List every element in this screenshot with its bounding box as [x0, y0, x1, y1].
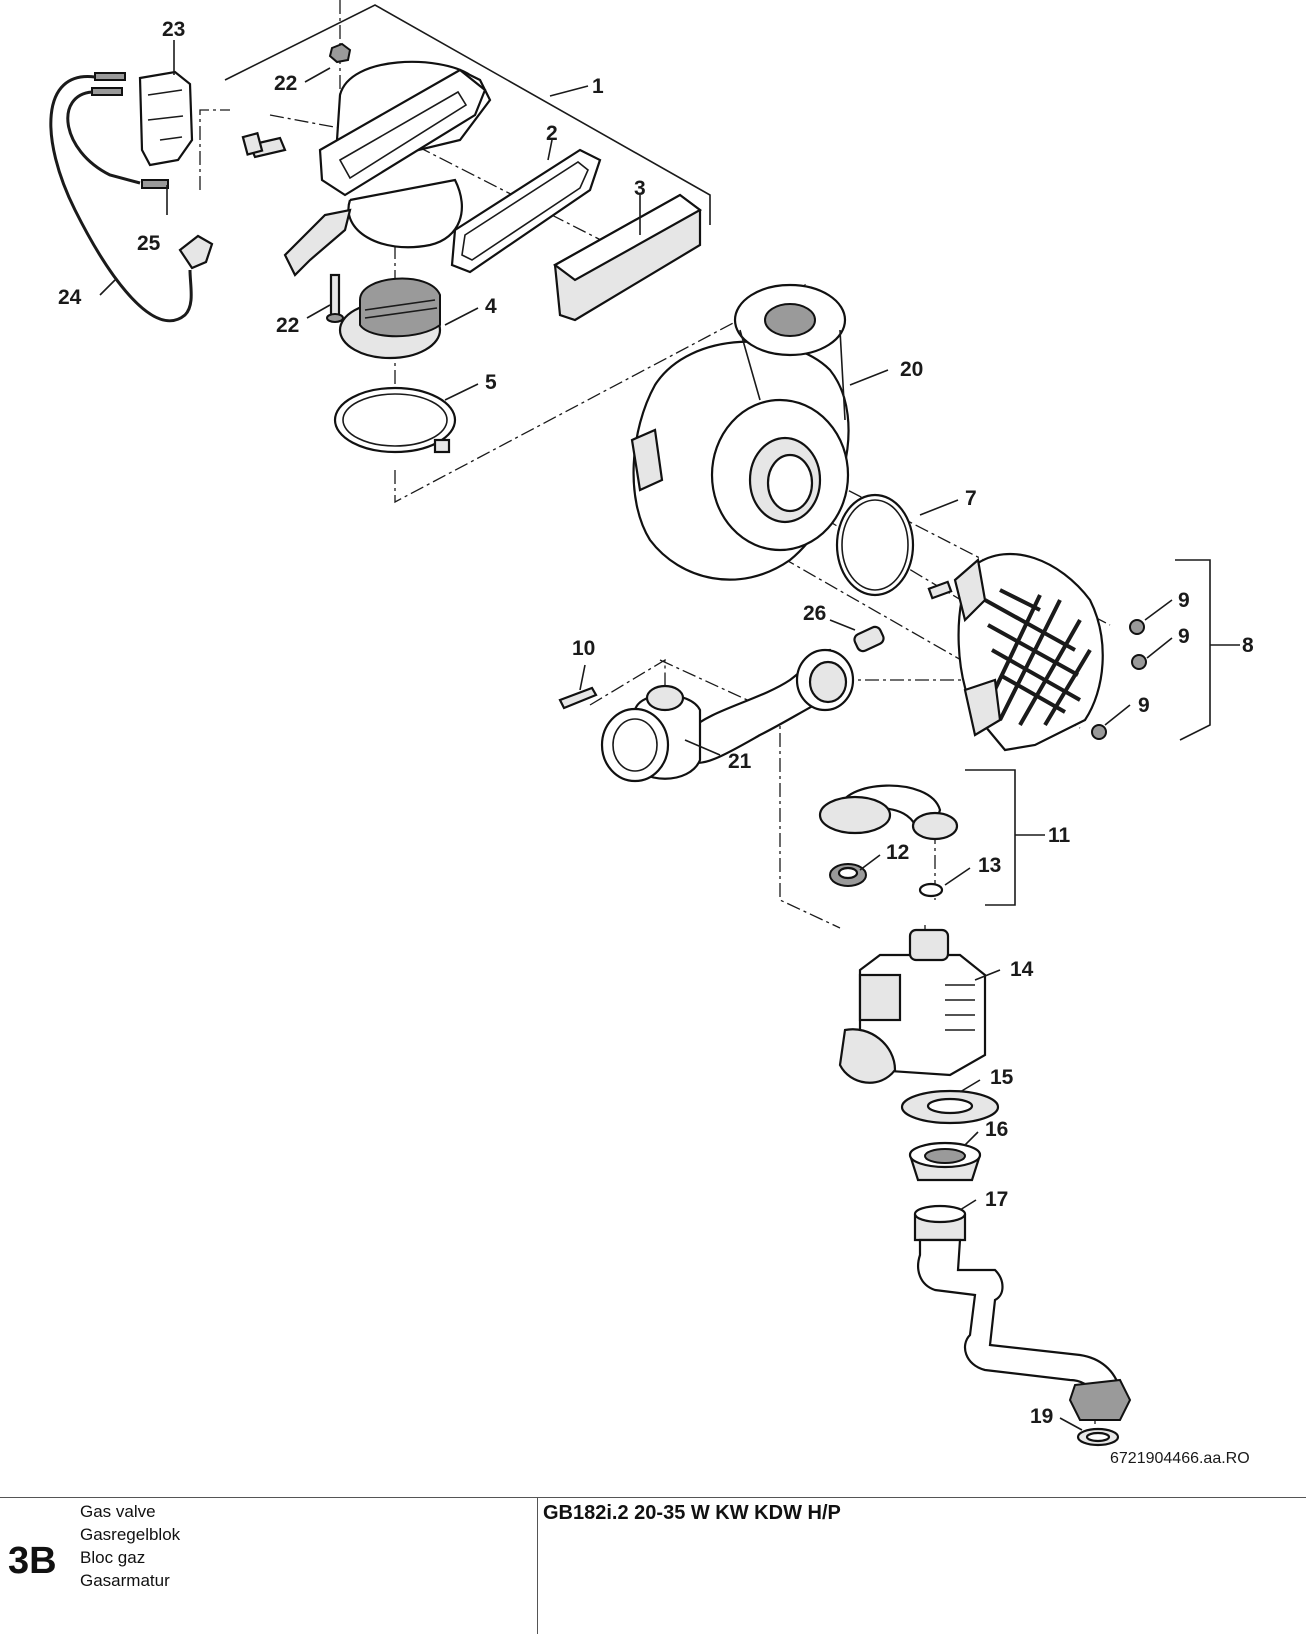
screw-part — [241, 131, 344, 323]
group-brackets — [224, 4, 1240, 906]
mixing-box-part — [927, 552, 1104, 752]
name-english: Gas valve — [80, 1502, 156, 1521]
nut-part — [328, 42, 352, 64]
gasket-part — [450, 148, 602, 274]
label-part — [558, 686, 598, 710]
end-washer-part — [1076, 1427, 1120, 1447]
air-inlet-housing-part — [248, 60, 492, 277]
title-block: 3B Gas valve Gasregelblok Bloc gaz Gasar… — [0, 1497, 1306, 1634]
model-title: GB182i.2 20-35 W KW KDW H/P — [543, 1502, 841, 1524]
grid-pattern — [984, 588, 1092, 727]
callout-2: 2 — [546, 122, 558, 145]
callout-23: 23 — [162, 18, 185, 41]
callout-4: 4 — [485, 295, 497, 318]
drawing-reference: 6721904466.aa.RO — [1110, 1450, 1250, 1467]
fan-o-ring-part — [835, 493, 915, 597]
ignition-cable-part — [49, 75, 214, 323]
name-dutch: Gasregelblok — [80, 1525, 181, 1544]
adapter-part — [908, 1141, 982, 1182]
part-group-names: Gas valve Gasregelblok Bloc gaz Gasarmat… — [80, 1500, 180, 1592]
fan-part — [630, 283, 850, 581]
screws-part — [1091, 619, 1147, 740]
section-code: 3B — [8, 1540, 57, 1582]
small-washer-part — [918, 882, 944, 898]
title-block-divider — [537, 1498, 538, 1634]
callout-9c: 9 — [1138, 694, 1150, 717]
callout-21: 21 — [728, 750, 752, 773]
callout-9b: 9 — [1178, 625, 1190, 648]
callout-12: 12 — [886, 841, 909, 864]
callout-22a: 22 — [274, 72, 297, 95]
callout-19: 19 — [1030, 1405, 1053, 1428]
name-german: Gasarmatur — [80, 1571, 170, 1590]
callout-24: 24 — [58, 286, 82, 309]
name-french: Bloc gaz — [80, 1548, 146, 1567]
callout-7: 7 — [965, 487, 977, 510]
callout-16: 16 — [985, 1118, 1008, 1141]
callout-17: 17 — [985, 1188, 1008, 1211]
gas-valve-part — [838, 928, 987, 1084]
filter-part — [552, 193, 703, 322]
callout-1: 1 — [592, 75, 604, 98]
venturi-part — [338, 277, 442, 360]
callout-8: 8 — [1242, 634, 1254, 657]
ignition-transformer-part — [91, 70, 194, 167]
seal-part — [829, 863, 867, 887]
callout-14: 14 — [1010, 958, 1034, 981]
callout-13: 13 — [978, 854, 1001, 877]
washer-part — [900, 1089, 1000, 1125]
callout-10: 10 — [572, 637, 595, 660]
seal-ring-part — [333, 386, 457, 454]
callout-25: 25 — [137, 232, 161, 255]
callout-22b: 22 — [276, 314, 299, 337]
callout-11: 11 — [1048, 824, 1071, 847]
callout-15: 15 — [990, 1066, 1014, 1089]
callouts: 1 2 3 4 5 7 8 9 9 9 10 11 12 13 14 15 16… — [58, 18, 1254, 1428]
gas-pipe-part — [600, 648, 855, 783]
callout-5: 5 — [485, 371, 497, 394]
callout-20: 20 — [900, 358, 923, 381]
callout-9a: 9 — [1178, 589, 1190, 612]
plug-part — [853, 625, 885, 653]
connection-pipe-part — [818, 784, 959, 841]
leader-lines — [99, 40, 1173, 1431]
callout-3: 3 — [634, 177, 646, 200]
exploded-parts-diagram: 1 2 3 4 5 7 8 9 9 9 10 11 12 13 14 15 16… — [49, 0, 1254, 1467]
callout-26: 26 — [803, 602, 826, 625]
gas-supply-pipe-part — [913, 1204, 1132, 1421]
